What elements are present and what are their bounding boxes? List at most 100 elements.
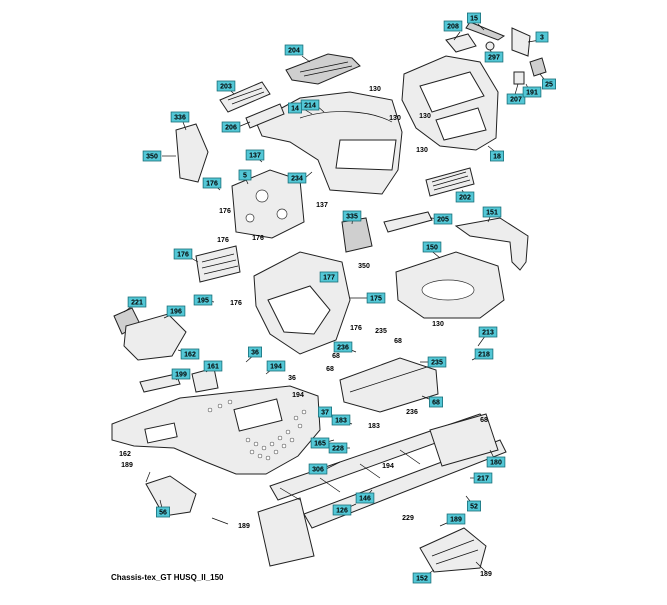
part-number-68: 68 bbox=[326, 366, 334, 373]
callout-180: 180 bbox=[486, 456, 506, 468]
callout-label: 203 bbox=[220, 84, 232, 91]
callout-label: 194 bbox=[270, 364, 282, 371]
callout-150: 150 bbox=[422, 241, 442, 253]
frame-crossmember bbox=[429, 413, 499, 467]
clip-25 bbox=[529, 57, 547, 77]
callout-label: 150 bbox=[426, 245, 438, 252]
callout-label: 5 bbox=[243, 173, 247, 180]
callout-137: 137 bbox=[245, 149, 265, 161]
part-number-189: 189 bbox=[480, 571, 492, 578]
callout-176: 176 bbox=[173, 248, 193, 260]
bracket-208 bbox=[445, 33, 477, 53]
callout-234: 234 bbox=[287, 172, 307, 184]
skid-152 bbox=[419, 527, 487, 573]
hood-top-panel bbox=[285, 53, 361, 85]
callout-label: 204 bbox=[288, 48, 300, 55]
clip-207 bbox=[513, 71, 525, 85]
callout-label: 189 bbox=[450, 517, 462, 524]
plate-161 bbox=[191, 367, 219, 393]
part-number-194: 194 bbox=[292, 392, 304, 399]
callout-label: 152 bbox=[416, 576, 428, 583]
part-number-176: 176 bbox=[230, 300, 242, 307]
callout-177: 177 bbox=[319, 271, 339, 283]
callout-162: 162 bbox=[180, 348, 200, 360]
callout-176: 176 bbox=[202, 177, 222, 189]
knob-297 bbox=[485, 41, 495, 51]
part-number-130: 130 bbox=[416, 147, 428, 154]
callout-52: 52 bbox=[466, 500, 481, 512]
callout-68: 68 bbox=[428, 396, 443, 408]
strip-205 bbox=[383, 211, 433, 233]
part-number-130: 130 bbox=[369, 86, 381, 93]
callout-label: 195 bbox=[197, 298, 209, 305]
callout-label: 183 bbox=[335, 418, 347, 425]
callout-206: 206 bbox=[221, 121, 241, 133]
part-number-229: 229 bbox=[402, 515, 414, 522]
callout-label: 175 bbox=[370, 296, 382, 303]
callout-label: 306 bbox=[312, 467, 324, 474]
callout-label: 68 bbox=[432, 400, 440, 407]
callout-217: 217 bbox=[473, 472, 493, 484]
callout-213: 213 bbox=[478, 326, 498, 338]
callout-label: 37 bbox=[321, 410, 329, 417]
callout-label: 151 bbox=[486, 210, 498, 217]
diagram-caption: Chassis-tex_GT HUSQ_II_150 bbox=[111, 573, 224, 582]
plate-34 bbox=[339, 357, 439, 413]
callout-335: 335 bbox=[342, 210, 362, 222]
callout-207: 207 bbox=[506, 93, 526, 105]
part-number-183: 183 bbox=[368, 423, 380, 430]
callout-label: 213 bbox=[482, 330, 494, 337]
callout-3: 3 bbox=[535, 31, 549, 43]
cover-3 bbox=[511, 27, 531, 57]
part-number-137: 137 bbox=[316, 202, 328, 209]
callout-label: 177 bbox=[323, 275, 335, 282]
callout-195: 195 bbox=[193, 294, 213, 306]
strip-15 bbox=[465, 21, 506, 41]
callout-336: 336 bbox=[170, 111, 190, 123]
callout-label: 15 bbox=[470, 16, 478, 23]
callout-label: 191 bbox=[526, 90, 538, 97]
callout-350: 350 bbox=[142, 150, 162, 162]
callout-label: 162 bbox=[184, 352, 196, 359]
callout-161: 161 bbox=[203, 360, 223, 372]
callout-152: 152 bbox=[412, 572, 432, 584]
callout-label: 196 bbox=[170, 309, 182, 316]
callout-label: 52 bbox=[470, 504, 478, 511]
part-number-176: 176 bbox=[219, 208, 231, 215]
callout-label: 214 bbox=[304, 103, 316, 110]
side-shield-336 bbox=[175, 123, 209, 183]
part-number-350: 350 bbox=[358, 263, 370, 270]
callout-label: 161 bbox=[207, 364, 219, 371]
callout-label: 199 bbox=[175, 372, 187, 379]
fender-bracket-335 bbox=[341, 217, 373, 253]
callout-297: 297 bbox=[484, 51, 504, 63]
callout-218: 218 bbox=[474, 348, 494, 360]
callout-204: 204 bbox=[284, 44, 304, 56]
callout-label: 165 bbox=[314, 441, 326, 448]
callout-199: 199 bbox=[171, 368, 191, 380]
part-number-68: 68 bbox=[394, 338, 402, 345]
callout-label: 236 bbox=[337, 345, 349, 352]
callout-165: 165 bbox=[310, 437, 330, 449]
callout-label: 208 bbox=[447, 24, 459, 31]
callout-151: 151 bbox=[482, 206, 502, 218]
callout-label: 297 bbox=[488, 55, 500, 62]
callout-label: 25 bbox=[545, 82, 553, 89]
part-number-189: 189 bbox=[121, 462, 133, 469]
part-number-235: 235 bbox=[375, 328, 387, 335]
callout-label: 350 bbox=[146, 154, 158, 161]
part-number-68: 68 bbox=[332, 353, 340, 360]
callout-label: 56 bbox=[159, 510, 167, 517]
callout-label: 221 bbox=[131, 300, 143, 307]
part-number-176: 176 bbox=[252, 235, 264, 242]
callout-label: 206 bbox=[225, 125, 237, 132]
callout-189: 189 bbox=[446, 513, 466, 525]
part-number-162: 162 bbox=[119, 451, 131, 458]
callout-label: 137 bbox=[249, 153, 261, 160]
part-number-130: 130 bbox=[419, 113, 431, 120]
callout-label: 146 bbox=[359, 496, 371, 503]
callout-label: 18 bbox=[493, 154, 501, 161]
part-number-194: 194 bbox=[382, 463, 394, 470]
